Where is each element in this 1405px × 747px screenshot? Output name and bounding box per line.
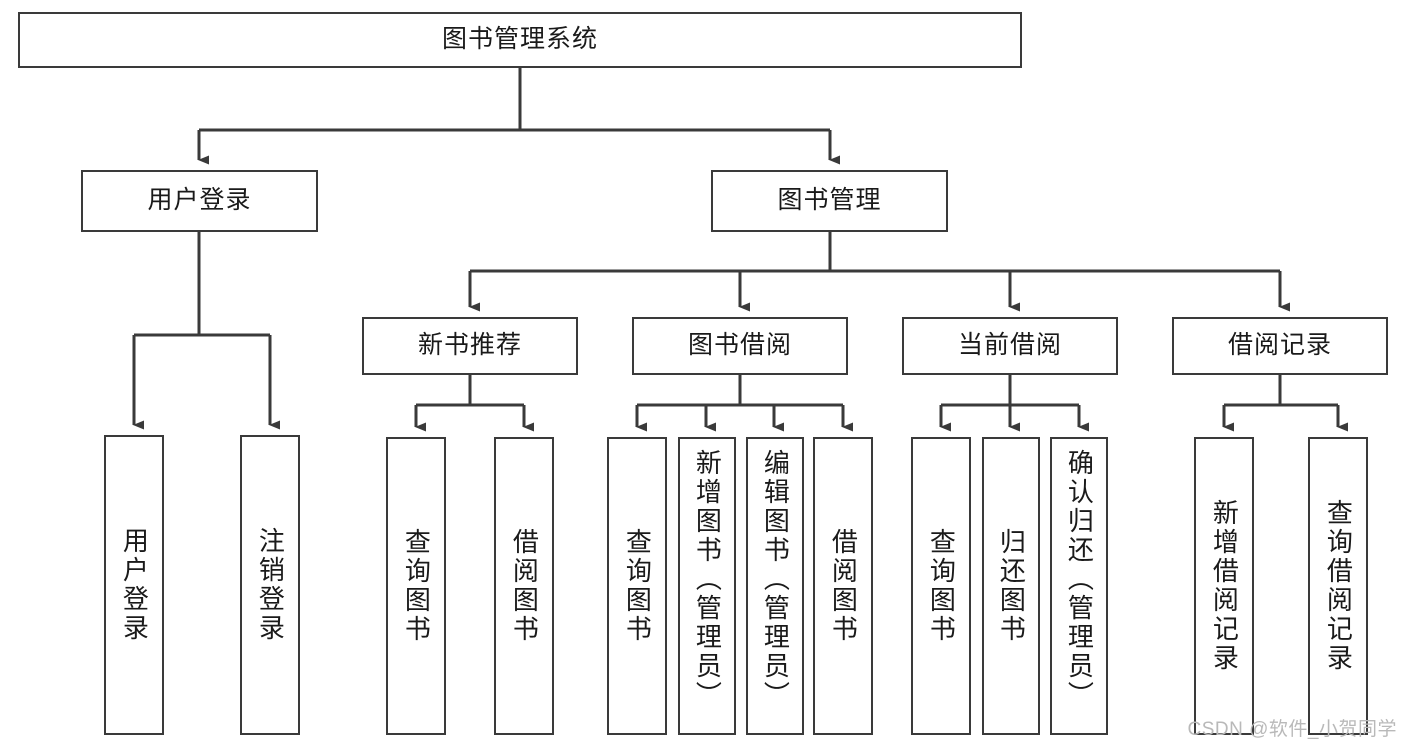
node-leaf-return-book-label: 归还图书 [996,528,1027,644]
node-root[interactable]: 图书管理系统 [18,12,1022,68]
node-leaf-borrow-book-2[interactable]: 借阅图书 [813,437,873,735]
node-leaf-confirm-return-label: 确认归还（管理员） [1064,449,1095,710]
node-book-borrow-label: 图书借阅 [687,331,792,360]
node-leaf-borrow-book-1[interactable]: 借阅图书 [494,437,554,735]
node-new-book-recommend[interactable]: 新书推荐 [362,317,578,375]
node-leaf-query-book-3-label: 查询图书 [926,528,957,644]
node-book-manage[interactable]: 图书管理 [711,170,948,232]
node-leaf-add-book-label: 新增图书（管理员） [692,449,723,710]
node-book-borrow[interactable]: 图书借阅 [632,317,848,375]
node-leaf-borrow-book-2-label: 借阅图书 [828,528,859,644]
node-user-login-label: 用户登录 [147,186,252,215]
node-leaf-query-book-2[interactable]: 查询图书 [607,437,667,735]
node-borrow-record-label: 借阅记录 [1227,331,1332,360]
node-leaf-logout-login-label: 注销登录 [255,527,286,643]
node-root-label: 图书管理系统 [441,25,598,54]
node-leaf-return-book[interactable]: 归还图书 [982,437,1040,735]
node-current-borrow-label: 当前借阅 [957,331,1062,360]
node-leaf-user-login[interactable]: 用户登录 [104,435,164,735]
node-leaf-add-book[interactable]: 新增图书（管理员） [678,437,736,735]
node-leaf-query-book-2-label: 查询图书 [622,528,653,644]
node-leaf-query-record[interactable]: 查询借阅记录 [1308,437,1368,735]
node-new-book-recommend-label: 新书推荐 [417,331,522,360]
node-leaf-add-record[interactable]: 新增借阅记录 [1194,437,1254,735]
node-leaf-query-book-3[interactable]: 查询图书 [911,437,971,735]
node-user-login[interactable]: 用户登录 [81,170,318,232]
node-leaf-query-book-1-label: 查询图书 [401,528,432,644]
node-leaf-edit-book[interactable]: 编辑图书（管理员） [746,437,804,735]
node-leaf-logout-login[interactable]: 注销登录 [240,435,300,735]
node-leaf-query-book-1[interactable]: 查询图书 [386,437,446,735]
node-leaf-query-record-label: 查询借阅记录 [1323,499,1354,673]
node-leaf-borrow-book-1-label: 借阅图书 [509,528,540,644]
node-leaf-user-login-label: 用户登录 [119,527,150,643]
node-leaf-add-record-label: 新增借阅记录 [1209,499,1240,673]
node-book-manage-label: 图书管理 [777,186,882,215]
node-leaf-confirm-return[interactable]: 确认归还（管理员） [1050,437,1108,735]
node-current-borrow[interactable]: 当前借阅 [902,317,1118,375]
node-leaf-edit-book-label: 编辑图书（管理员） [760,449,791,710]
node-borrow-record[interactable]: 借阅记录 [1172,317,1388,375]
